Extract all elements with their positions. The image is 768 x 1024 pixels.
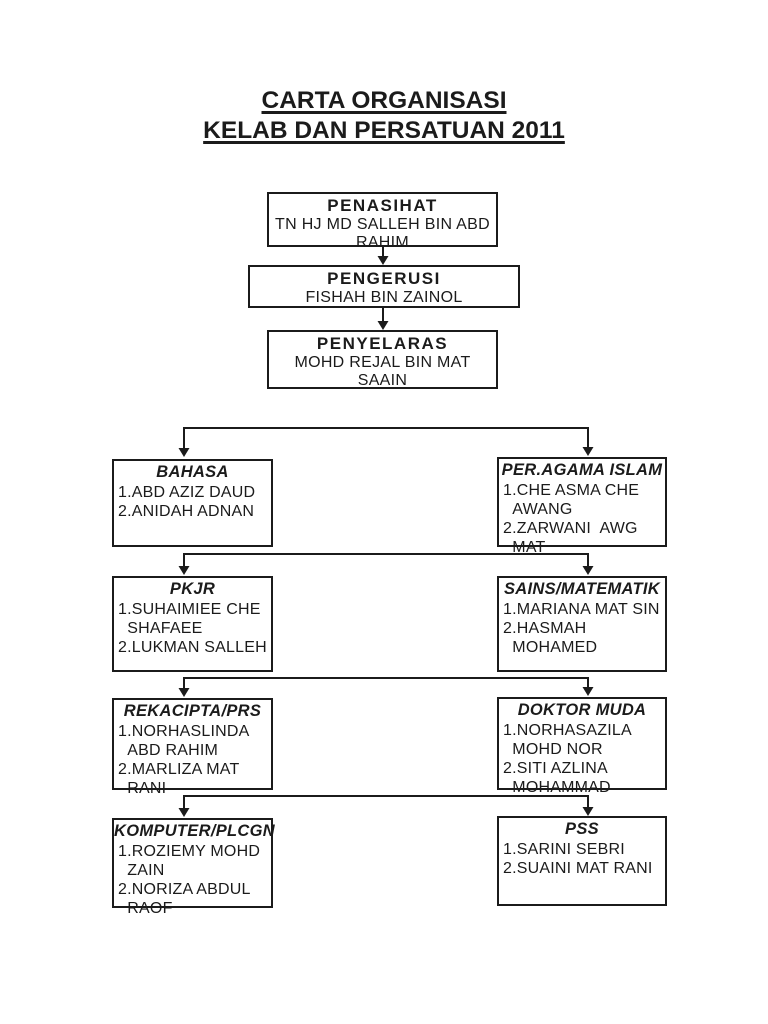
role-holder-name: MOHD REJAL BIN MAT SAAIN [294,354,471,389]
committee-member: 1.ABD AZIZ DAUD [118,484,256,501]
committee-title: BAHASA [156,463,229,481]
committee-member: 1.NORHASAZILA MOHD NOR [503,722,632,758]
title-line-1: CARTA ORGANISASI [261,87,507,114]
committee-title: SAINS/MATEMATIK [503,580,661,598]
arrow-pengerusi-to-penyelaras [377,308,389,330]
committee-title: KOMPUTER/PLCGN [114,822,275,840]
committee-member: 2.SUAINI MAT RANI [503,860,653,877]
branch-connector-row-3 [178,677,594,697]
committee-box-komputer-plcgn: KOMPUTER/PLCGN 1.ROZIEMY MOHD ZAIN 2.NOR… [112,818,275,917]
committee-title: PKJR [169,580,216,598]
committee-box-bahasa: BAHASA 1.ABD AZIZ DAUD 2.ANIDAH ADNAN [112,459,273,547]
role-holder-name: FISHAH BIN ZAINOL [305,289,463,306]
committee-member: 1.CHE ASMA CHE AWANG [503,482,640,518]
committee-member: 1.MARIANA MAT SIN [503,601,660,618]
committee-box-rekacipta-prs: REKACIPTA/PRS 1.NORHASLINDA ABD RAHIM 2.… [112,698,273,797]
committee-member: 1.SUHAIMIEE CHE SHAFAEE [118,601,261,637]
committee-member: 2.SITI AZLINA MOHAMMAD [503,760,611,796]
committee-box-doktor-muda: DOKTOR MUDA 1.NORHASAZILA MOHD NOR 2.SIT… [497,697,667,796]
committee-member: 2.ZARWANI AWG MAT [503,520,638,556]
committee-box-agama-islam: PER.AGAMA ISLAM 1.CHE ASMA CHE AWANG 2.Z… [497,457,667,556]
page-title: CARTA ORGANISASI KELAB DAN PERSATUAN 201… [0,86,768,146]
role-title: PENASIHAT [327,196,438,215]
committee-box-pss: PSS 1.SARINI SEBRI 2.SUAINI MAT RANI [497,816,667,906]
committee-member: 1.NORHASLINDA ABD RAHIM [118,723,250,759]
org-box-penasihat: PENASIHAT TN HJ MD SALLEH BIN ABD RAHIM [267,192,498,251]
org-box-penyelaras: PENYELARAS MOHD REJAL BIN MAT SAAIN [267,330,498,389]
title-line-2: KELAB DAN PERSATUAN 2011 [203,117,565,144]
committee-title: PSS [565,820,599,838]
committee-title: DOKTOR MUDA [517,701,647,719]
committee-title: PER.AGAMA ISLAM [501,461,663,479]
committee-box-pkjr: PKJR 1.SUHAIMIEE CHE SHAFAEE 2.LUKMAN SA… [112,576,273,672]
committee-member: 1.ROZIEMY MOHD ZAIN [118,843,261,879]
committee-member: 1.SARINI SEBRI [503,841,625,858]
committee-member: 2.LUKMAN SALLEH [118,639,267,656]
org-box-pengerusi: PENGERUSI FISHAH BIN ZAINOL [248,265,520,308]
role-title: PENYELARAS [316,334,449,353]
committee-member: 2.ANIDAH ADNAN [118,503,255,520]
branch-connector-row-2 [178,553,594,575]
committee-title: REKACIPTA/PRS [123,702,262,720]
committee-box-sains-matematik: SAINS/MATEMATIK 1.MARIANA MAT SIN 2.HASM… [497,576,667,672]
role-holder-name: TN HJ MD SALLEH BIN ABD RAHIM [275,216,490,251]
committee-member: 2.MARLIZA MAT RANI [118,761,240,797]
role-title: PENGERUSI [327,269,441,288]
branch-connector-row-4 [178,795,594,817]
branch-connector-row-1 [178,427,594,457]
committee-member: 2.NORIZA ABDUL RAOF [118,881,251,917]
committee-member: 2.HASMAH MOHAMED [503,620,598,656]
